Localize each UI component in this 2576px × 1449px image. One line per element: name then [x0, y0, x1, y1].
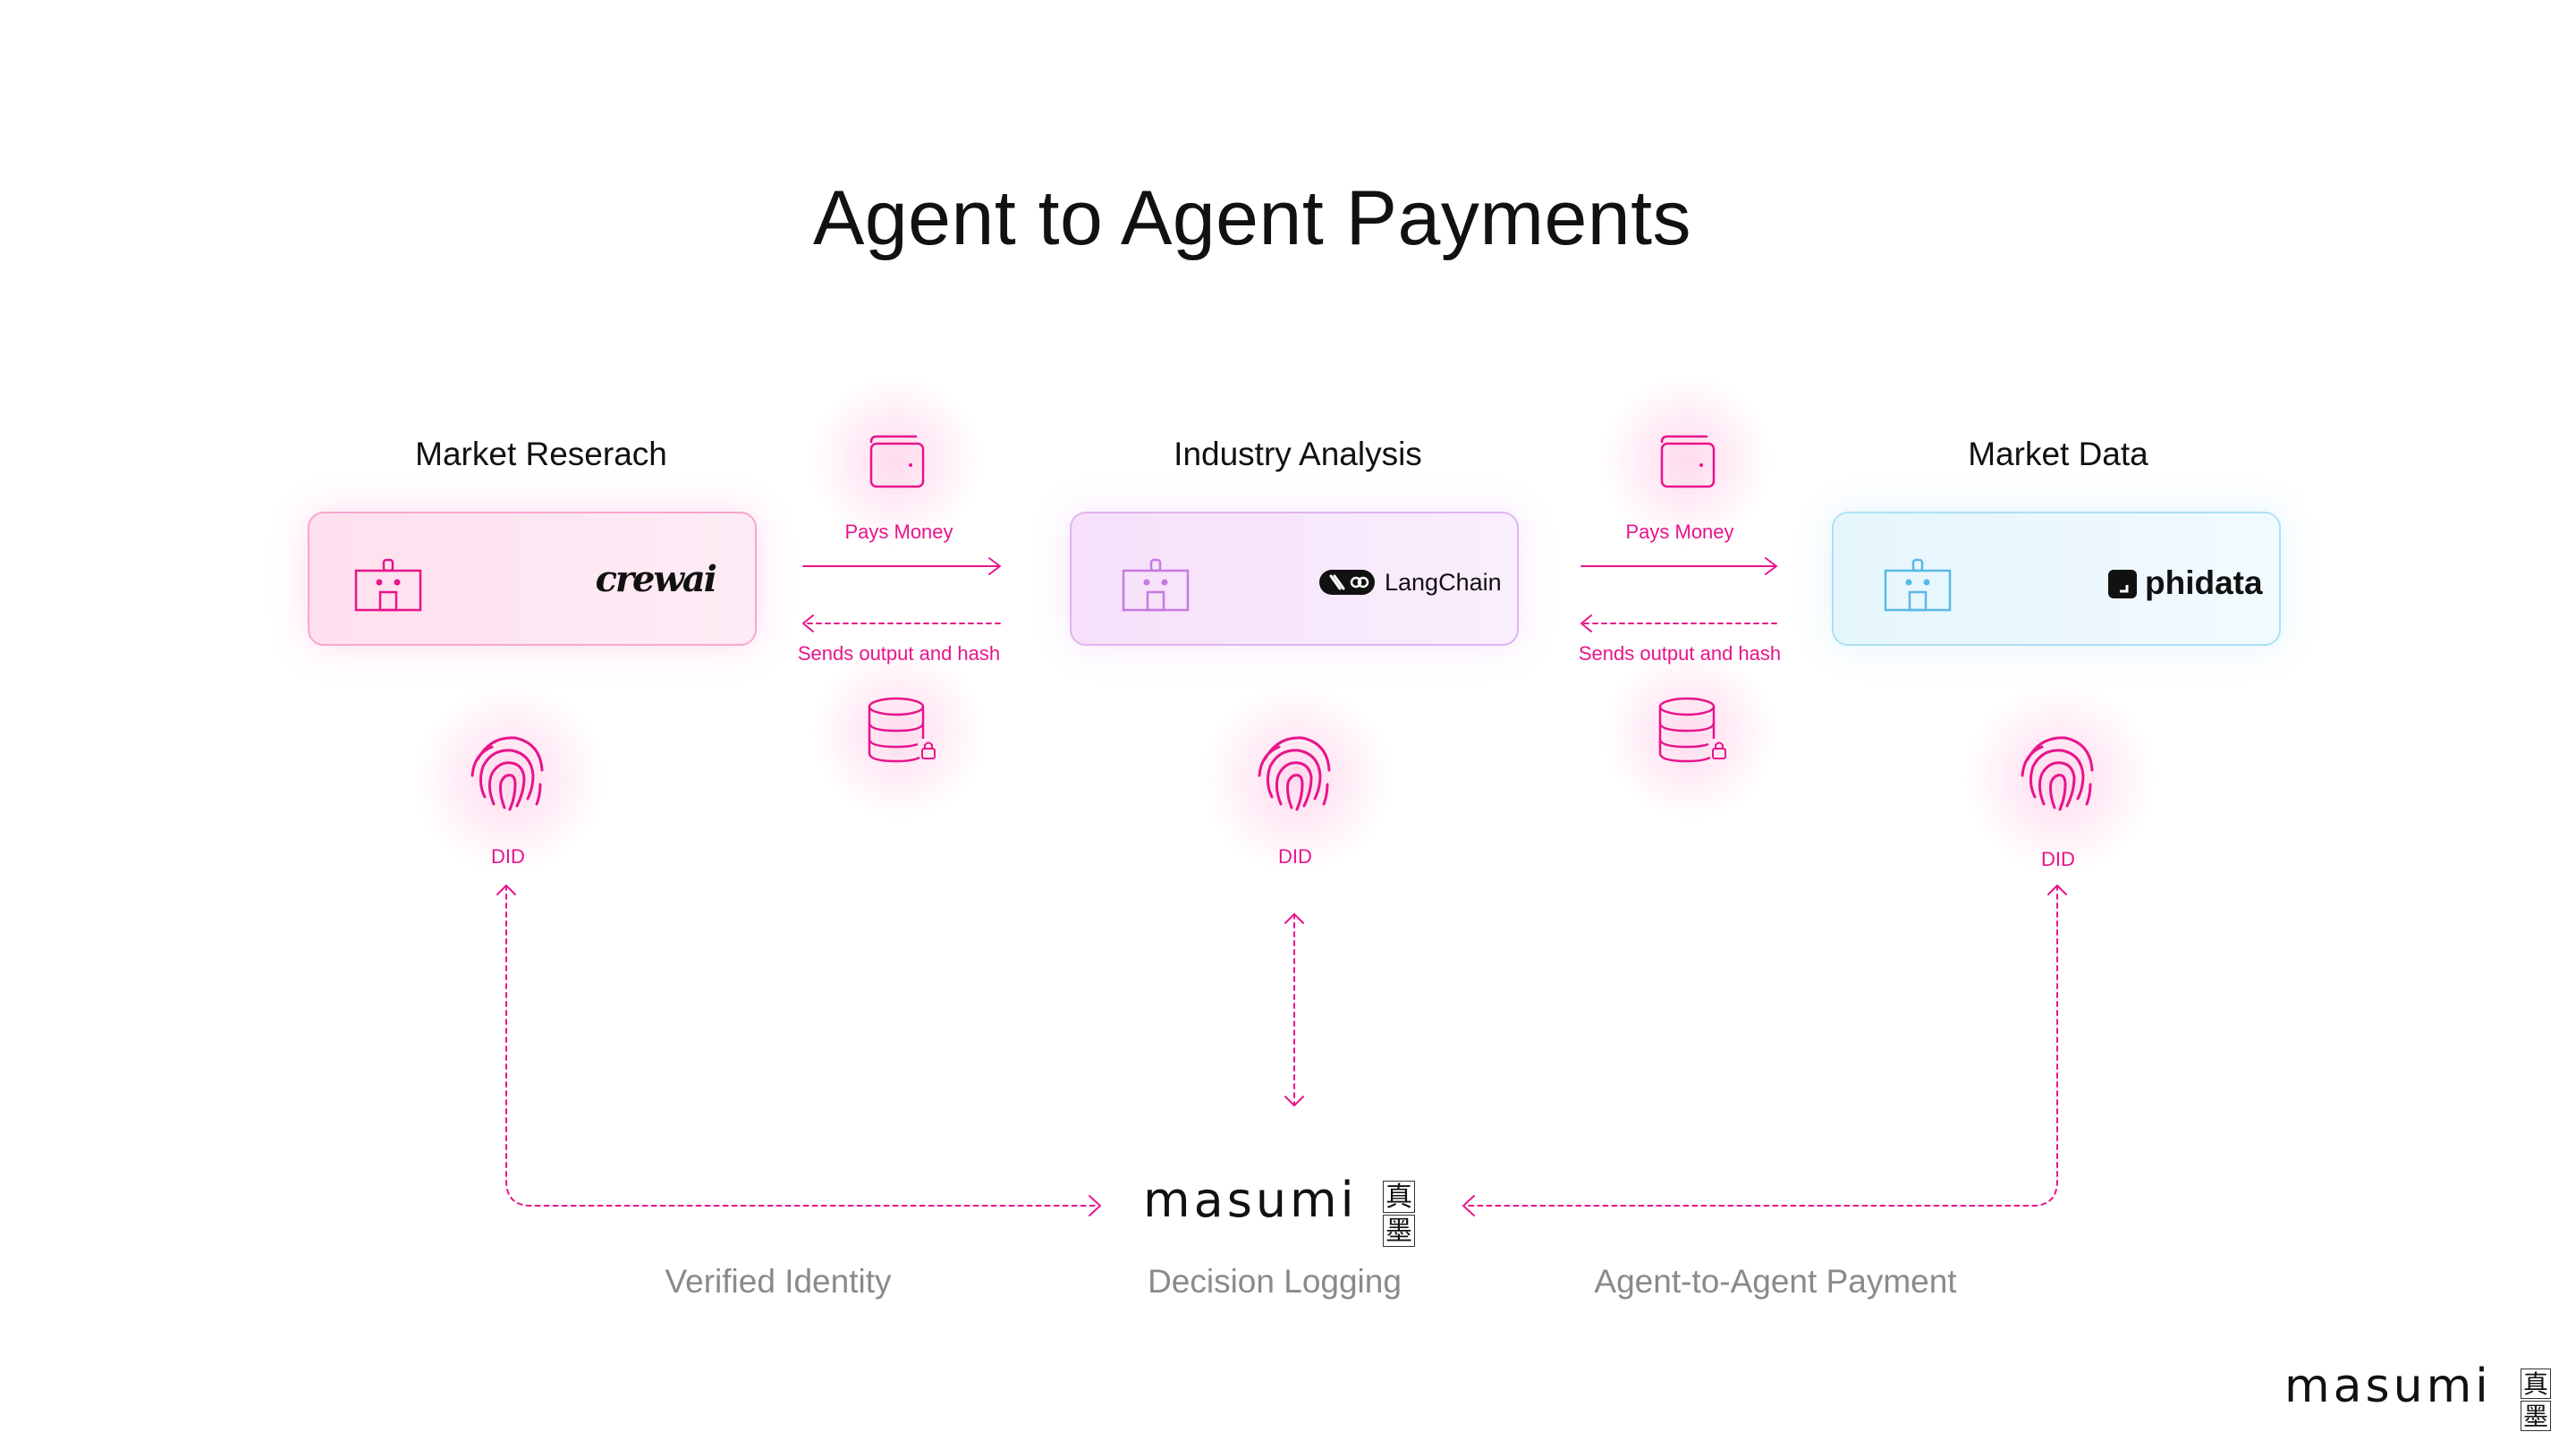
sends-output-label-2: Sends output and hash	[1578, 642, 1782, 665]
wallet-icon	[1660, 435, 1716, 488]
pay-arrow-2	[1580, 557, 1777, 575]
robot-icon	[1122, 558, 1190, 612]
agent-card-market-research[interactable]: crewai	[308, 512, 757, 646]
phidata-logo: phidata	[2145, 564, 2263, 601]
agent-title-industry-analysis: Industry Analysis	[1174, 436, 1422, 472]
masumi-kanji-seal: 真 墨	[1383, 1181, 1415, 1247]
agent-to-agent-payment-label: Agent-to-Agent Payment	[1594, 1263, 1957, 1300]
pays-money-label-2: Pays Money	[1625, 521, 1734, 543]
fingerprint-icon	[470, 736, 544, 811]
did-label-2: DID	[1278, 845, 1312, 868]
masumi-kanji-seal: 真 墨	[2521, 1368, 2551, 1431]
masumi-logo-footer: masumi	[2284, 1360, 2492, 1413]
langchain-logo: LangChain	[1385, 569, 1502, 596]
wallet-glow-2	[1601, 376, 1771, 546]
did-glow-2	[1203, 684, 1391, 872]
wallet-icon	[869, 435, 925, 488]
masumi-logo-center: masumi	[1143, 1172, 1358, 1243]
page-title: Agent to Agent Payments	[812, 175, 1692, 261]
payment-connector	[1464, 885, 2058, 1207]
db-glow-1	[814, 648, 984, 818]
database-icon	[1658, 697, 1726, 763]
agent-card-industry-analysis[interactable]: LangChain	[1070, 512, 1519, 646]
agent-title-market-research: Market Reserach	[415, 436, 667, 472]
fingerprint-icon	[1258, 736, 1331, 811]
masumi-wordmark: masumi	[1143, 1172, 1358, 1228]
phidata-icon	[2108, 570, 2137, 598]
verified-identity-label: Verified Identity	[665, 1263, 892, 1300]
wallet-glow-1	[810, 376, 980, 546]
pay-arrow-1	[802, 557, 1001, 575]
did-glow-3	[1966, 684, 2154, 872]
database-icon	[868, 697, 936, 763]
fingerprint-icon	[2021, 736, 2094, 811]
identity-connector	[505, 885, 1099, 1207]
robot-icon	[354, 558, 422, 612]
robot-icon	[1884, 558, 1952, 612]
did-label-3: DID	[2041, 848, 2075, 870]
db-glow-2	[1605, 648, 1775, 818]
pays-money-label-1: Pays Money	[844, 521, 953, 543]
masumi-wordmark: masumi	[2284, 1360, 2492, 1413]
langchain-icon	[1319, 570, 1375, 595]
agent-card-market-data[interactable]: phidata	[1832, 512, 2281, 646]
crewai-logo: crewai	[595, 558, 717, 600]
did-label-1: DID	[491, 845, 525, 868]
did-glow-1	[416, 684, 604, 872]
sends-output-label-1: Sends output and hash	[797, 642, 1001, 665]
decision-logging-label: Decision Logging	[1148, 1263, 1402, 1300]
agent-title-market-data: Market Data	[1968, 436, 2148, 472]
